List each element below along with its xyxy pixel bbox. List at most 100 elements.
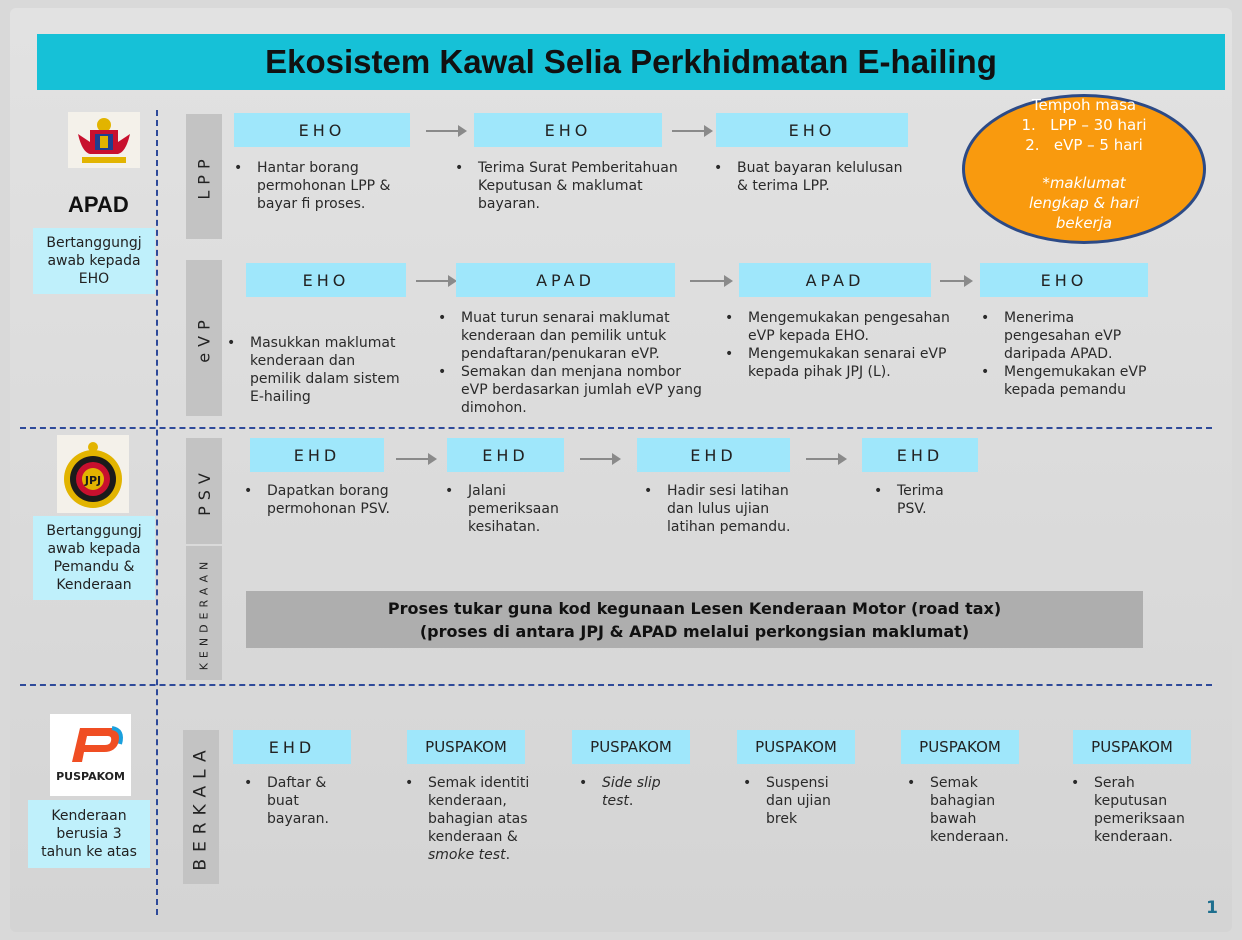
evp-step-1-role: EHO [246, 263, 406, 297]
bullet-item: Daftar & buat bayaran. [244, 774, 344, 828]
svg-text:JPJ: JPJ [84, 474, 101, 487]
timeline-item-num: 2. [1025, 136, 1040, 154]
evp-step-4-bullets: Menerima pengesahan eVP daripada APAD. M… [981, 309, 1153, 399]
timeline-title: Tempoh masa [1031, 96, 1137, 114]
bullet-item: Mengemukakan senarai eVP kepada pihak JP… [725, 345, 955, 381]
bullet-item: Mengemukakan pengesahan eVP kepada EHO. [725, 309, 955, 345]
bullet-item: Semak identiti kenderaan, bahagian atas … [405, 774, 533, 864]
bullet-item: Suspensi dan ujian brek [743, 774, 843, 828]
lpp-step-3-bullets: Buat bayaran kelulusan & terima LPP. [714, 159, 904, 195]
arrow-right-icon [690, 275, 733, 287]
berkala-step-4-role: PUSPAKOM [737, 730, 855, 764]
bullet-item: Terima Surat Pemberitahuan Keputusan & m… [455, 159, 695, 213]
berkala-step-6-role: PUSPAKOM [1073, 730, 1191, 764]
puspakom-logo-icon: PUSPAKOM [50, 714, 131, 796]
timeline-note-1: *maklumat [1042, 174, 1126, 192]
bullet-item: Semak bahagian bawah kenderaan. [907, 774, 1019, 846]
bullet-item: Hadir sesi latihan dan lulus ujian latih… [644, 482, 799, 536]
berkala-step-1-role: EHD [233, 730, 351, 764]
title-bar: Ekosistem Kawal Selia Perkhidmatan E-hai… [37, 34, 1225, 90]
apad-note: Bertanggungj awab kepada EHO [33, 228, 155, 294]
timeline-item-1: 1. LPP – 30 hari [965, 115, 1203, 135]
arrow-right-icon [426, 125, 467, 137]
psv-step-2-role: EHD [447, 438, 564, 472]
timeline-item-2: 2. eVP – 5 hari [965, 135, 1203, 155]
bullet-item: Serah keputusan pemeriksaan kenderaan. [1071, 774, 1193, 846]
kenderaan-line-2: (proses di antara JPJ & APAD melalui per… [419, 621, 970, 641]
berkala-step-5-role: PUSPAKOM [901, 730, 1019, 764]
evp-step-4-role: EHO [980, 263, 1148, 297]
bullet-item: Side slip test. [579, 774, 689, 810]
vertical-divider [156, 110, 158, 915]
bullet-italic-text: Side slip test [602, 775, 661, 809]
bullet-tail: . [505, 847, 511, 863]
timeline-item-text: LPP – 30 hari [1050, 116, 1147, 134]
section-label-text: PSV [194, 466, 214, 516]
malaysia-coat-of-arms-icon [68, 112, 140, 172]
psv-step-4-bullets: Terima PSV. [874, 482, 974, 518]
lpp-step-1-bullets: Hantar borang permohonan LPP & bayar fi … [234, 159, 404, 213]
evp-step-2-bullets: Muat turun senarai maklumat kenderaan da… [438, 309, 704, 417]
horizontal-divider-2 [20, 684, 1212, 686]
psv-step-2-bullets: Jalani pemeriksaan kesihatan. [445, 482, 560, 536]
arrow-right-icon [580, 453, 621, 465]
slide: Ekosistem Kawal Selia Perkhidmatan E-hai… [10, 8, 1232, 932]
timeline-oval: Tempoh masa 1. LPP – 30 hari 2. eVP – 5 … [962, 94, 1206, 244]
bullet-item: Menerima pengesahan eVP daripada APAD. [981, 309, 1153, 363]
bullet-item: Hantar borang permohonan LPP & bayar fi … [234, 159, 404, 213]
bullet-italic-text: smoke test [428, 847, 506, 863]
bullet-item: Dapatkan borang permohonan PSV. [244, 482, 404, 518]
bullet-item: Mengemukakan eVP kepada pemandu [981, 363, 1153, 399]
section-label-text: LPP [194, 153, 214, 200]
section-label-berkala: BERKALA [183, 730, 219, 884]
berkala-step-6-bullets: Serah keputusan pemeriksaan kenderaan. [1071, 774, 1193, 846]
berkala-step-1-bullets: Daftar & buat bayaran. [244, 774, 344, 828]
bullet-tail: . [628, 793, 634, 809]
psv-step-3-bullets: Hadir sesi latihan dan lulus ujian latih… [644, 482, 799, 536]
arrow-right-icon [806, 453, 847, 465]
berkala-step-3-role: PUSPAKOM [572, 730, 690, 764]
puspakom-note: Kenderaan berusia 3 tahun ke atas [28, 800, 150, 868]
lpp-step-2-role: EHO [474, 113, 662, 147]
timeline-note-3: bekerja [1055, 214, 1113, 232]
bullet-item: Terima PSV. [874, 482, 974, 518]
lpp-step-1-role: EHO [234, 113, 410, 147]
berkala-step-2-bullets: Semak identiti kenderaan, bahagian atas … [405, 774, 533, 864]
evp-step-1-bullets: Masukkan maklumat kenderaan dan pemilik … [227, 334, 407, 406]
evp-step-3-bullets: Mengemukakan pengesahan eVP kepada EHO. … [725, 309, 955, 381]
evp-step-2-role: APAD [456, 263, 675, 297]
arrow-right-icon [416, 275, 457, 287]
org-label-apad: APAD [68, 192, 129, 217]
berkala-step-5-bullets: Semak bahagian bawah kenderaan. [907, 774, 1019, 846]
berkala-step-4-bullets: Suspensi dan ujian brek [743, 774, 843, 828]
evp-step-3-role: APAD [739, 263, 931, 297]
berkala-step-3-bullets: Side slip test. [579, 774, 689, 810]
section-label-lpp: LPP [186, 114, 222, 239]
arrow-right-icon [396, 453, 437, 465]
jpj-crest-icon: JPJ [57, 435, 129, 517]
bullet-item: Semakan dan menjana nombor eVP berdasark… [438, 363, 704, 417]
psv-step-1-bullets: Dapatkan borang permohonan PSV. [244, 482, 404, 518]
page-title: Ekosistem Kawal Selia Perkhidmatan E-hai… [265, 43, 997, 80]
psv-step-1-role: EHD [250, 438, 384, 472]
puspakom-logo-text: PUSPAKOM [56, 770, 125, 783]
lpp-step-2-bullets: Terima Surat Pemberitahuan Keputusan & m… [455, 159, 695, 213]
bullet-item: Jalani pemeriksaan kesihatan. [445, 482, 560, 536]
page-number: 1 [1206, 898, 1218, 918]
section-label-text: KENDERAAN [197, 556, 211, 670]
section-label-text: eVP [194, 313, 214, 363]
section-label-text: BERKALA [191, 743, 211, 871]
bullet-item: Masukkan maklumat kenderaan dan pemilik … [227, 334, 407, 406]
kenderaan-line-1: Proses tukar guna kod kegunaan Lesen Ken… [387, 598, 1002, 618]
lpp-step-3-role: EHO [716, 113, 908, 147]
arrow-right-icon [672, 125, 713, 137]
section-label-evp: eVP [186, 260, 222, 416]
berkala-step-2-role: PUSPAKOM [407, 730, 525, 764]
bullet-item: Muat turun senarai maklumat kenderaan da… [438, 309, 704, 363]
bullet-text: Semak identiti kenderaan, bahagian atas … [428, 775, 530, 845]
bullet-item: Buat bayaran kelulusan & terima LPP. [714, 159, 904, 195]
arrow-right-icon [940, 275, 973, 287]
psv-step-4-role: EHD [862, 438, 978, 472]
section-label-psv: PSV [186, 438, 222, 544]
timeline-note-2: lengkap & hari [1028, 194, 1140, 212]
